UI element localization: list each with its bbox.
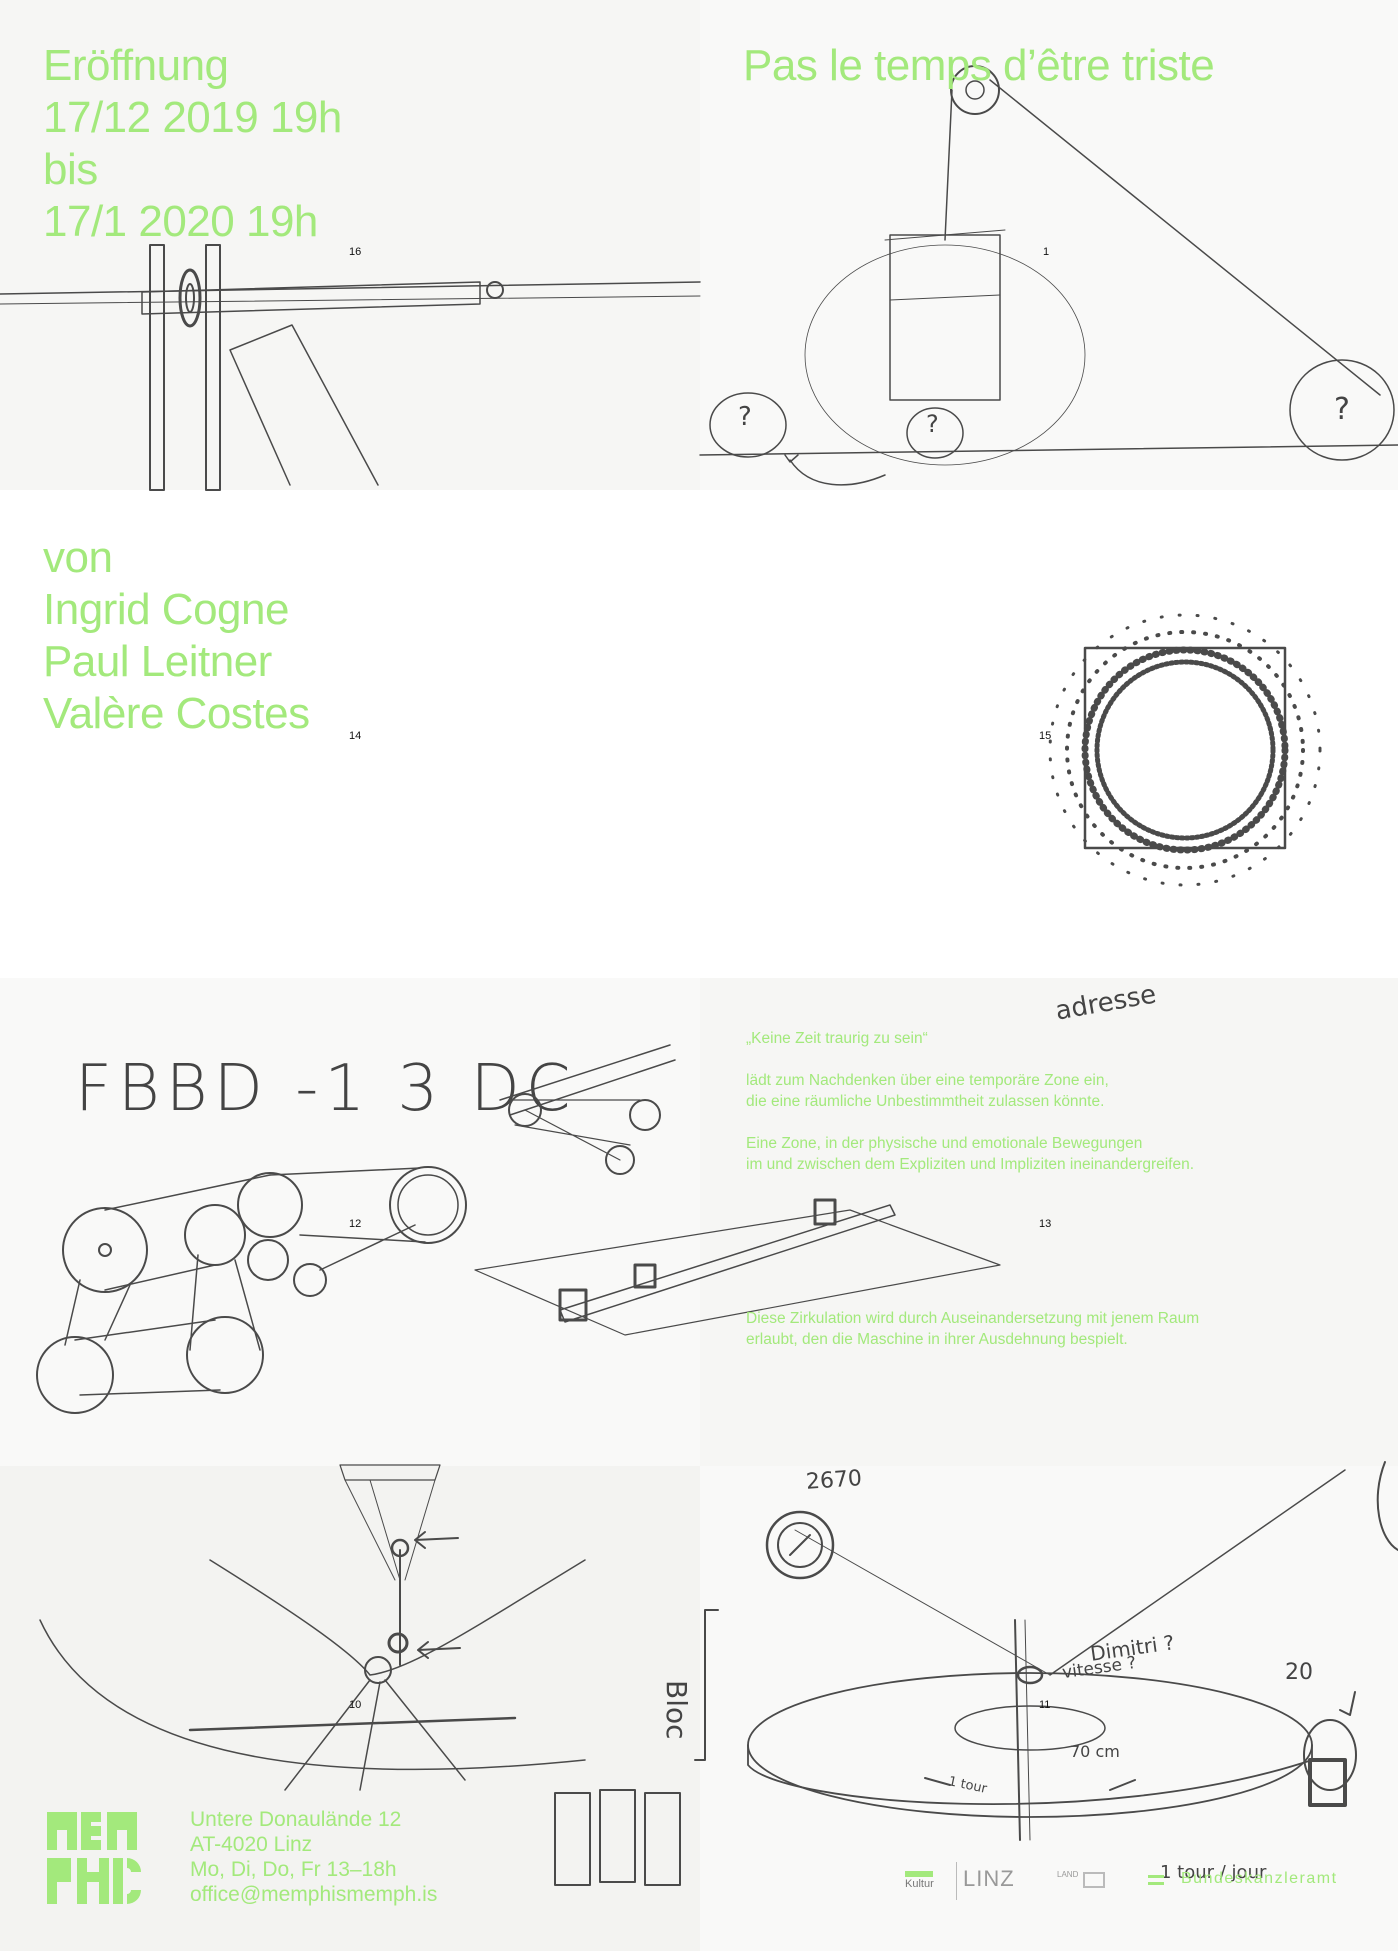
exhibition-title: Pas le temps d’être triste [743,41,1215,90]
opening-line: bis [43,145,98,194]
sketch-frame-rod [0,244,701,491]
sketch-number-10: 10 [349,1699,362,1711]
handwriting-seventy-cm: 70 cm [1070,1742,1120,1761]
handwriting-bloc: Bloc [660,1680,693,1740]
sketch-number-14: 14 [349,730,362,742]
sketch-number-16: 16 [349,246,362,258]
sketch-rotating-disc [694,1461,1398,1841]
bundeskanzleramt-logo: Bundeskanzleramt [1181,1870,1338,1887]
opening-line: 17/1 2020 19h [43,197,318,246]
question-mark-right: ? [1334,392,1350,427]
email-link[interactable]: office@memphismemph.is [190,1883,438,1906]
sketch-panel-top-left [0,0,700,490]
kultur-logo: Kultur [905,1868,947,1898]
sketch-small-panels [554,1789,681,1886]
artist-name: Valère Costes [43,689,310,738]
address-line: Untere Donaulände 12 [190,1808,402,1831]
sketch-number-13: 13 [1039,1218,1052,1230]
artist-name: Paul Leitner [43,637,272,686]
sketch-number-12: 12 [349,1218,362,1230]
question-mark-left: ? [738,402,752,432]
venue-address: Untere Donaulände 12 AT-4020 Linz Mo, Di… [190,1807,437,1907]
address-line: AT-4020 Linz [190,1833,313,1856]
sketch-belt-wheels [36,1166,467,1414]
description-block: „Keine Zeit traurig zu sein“ lädt zum Na… [746,1028,1194,1175]
description-quote: „Keine Zeit traurig zu sein“ [746,1030,928,1047]
sketch-number-15: 15 [1039,730,1052,742]
sketch-number-11: 11 [1039,1699,1051,1711]
artists-intro: von [43,533,113,582]
description-line: lädt zum Nachdenken über eine temporäre … [746,1072,1109,1089]
sketch-number-1: 1 [1043,246,1050,258]
sketch-rod-plate [474,1044,1001,1336]
handwriting-twenty: 20 [1285,1660,1313,1685]
artist-name: Ingrid Cogne [43,585,289,634]
question-mark-center: ? [926,410,939,438]
logo-divider [956,1862,957,1900]
opening-dates: Eröffnung 17/12 2019 19h bis 17/1 2020 1… [43,40,342,248]
linz-logo: LINZ [963,1866,1015,1891]
sketch-dotted-circle [1048,613,1322,887]
artist-list: von Ingrid Cogne Paul Leitner Valère Cos… [43,532,310,740]
description-line: im und zwischen dem Expliziten und Impli… [746,1156,1195,1173]
description-line: erlaubt, den die Maschine in ihrer Ausde… [746,1331,1128,1348]
sketch-panel-bottom-right [700,1466,1398,1951]
description-line: die eine räumliche Unbestimmtheit zulass… [746,1093,1105,1110]
sketch-panel-top-right [700,0,1398,490]
description-closing: Diese Zirkulation wird durch Auseinander… [746,1308,1199,1350]
land-logo: LAND [1057,1870,1109,1896]
opening-line: Eröffnung [43,41,229,90]
handwriting-tour-jour: 1 tour / jour [1160,1862,1267,1883]
memphis-logo-icon [47,1812,141,1904]
opening-hours: Mo, Di, Do, Fr 13–18h [190,1858,397,1881]
description-line: Diese Zirkulation wird durch Auseinander… [746,1310,1200,1327]
handwriting-code: 2670 [805,1466,863,1495]
sketch-pulley-box [699,65,1398,486]
bka-emblem-icon [1148,1874,1168,1888]
sketch-panel-mid-left [0,978,700,1466]
sketch-hanging-mechanism [39,1464,586,1791]
handwriting-fbbd: FBBD -1 3 DC [75,1052,577,1126]
opening-line: 17/12 2019 19h [43,93,342,142]
description-line: Eine Zone, in der physische und emotiona… [746,1135,1143,1152]
